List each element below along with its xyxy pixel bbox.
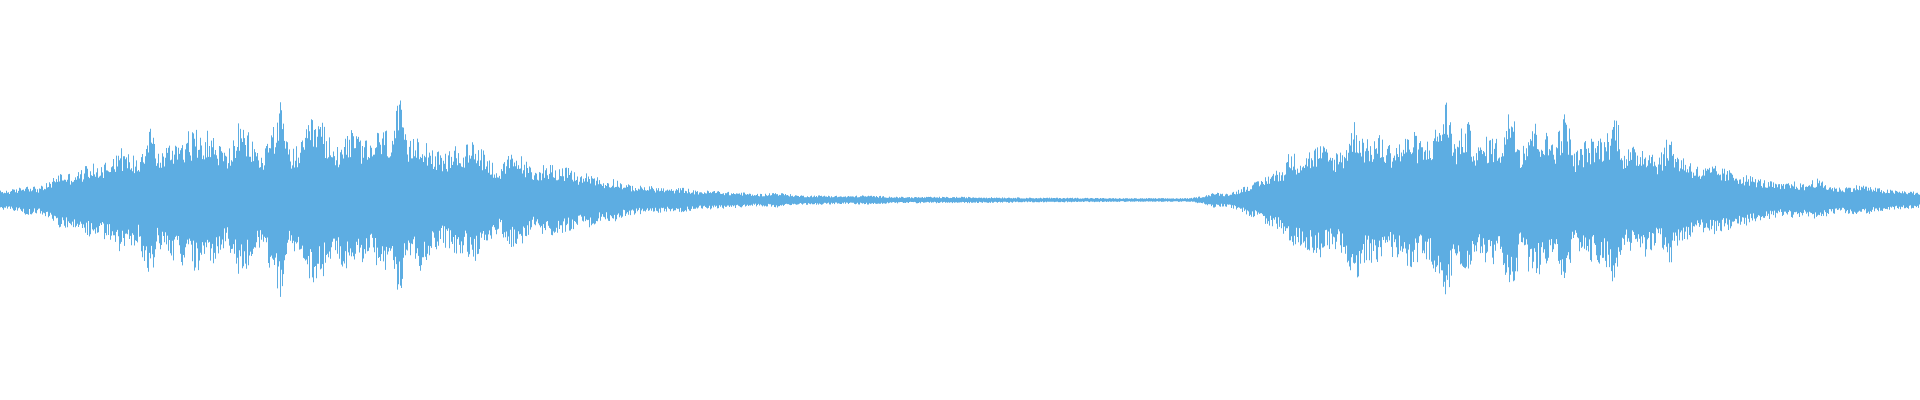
waveform-path [0,100,1920,297]
waveform-samples [0,100,1920,297]
